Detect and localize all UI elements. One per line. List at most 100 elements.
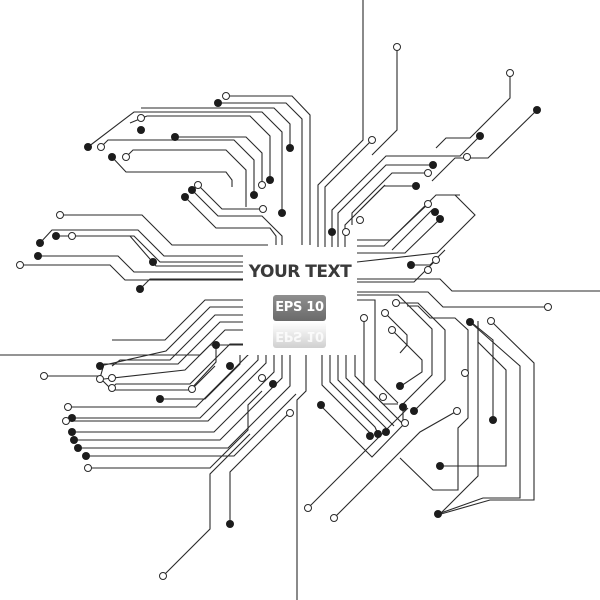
trace <box>72 355 259 419</box>
trace <box>129 115 271 180</box>
pad <box>68 428 76 436</box>
pad <box>212 341 220 349</box>
pad <box>64 403 72 411</box>
eps-badge-reflection: EPS 10 <box>273 322 326 348</box>
trace <box>60 214 268 246</box>
pad <box>74 444 82 452</box>
trace <box>307 407 409 509</box>
pad <box>214 99 222 107</box>
trace <box>324 139 373 247</box>
trace <box>72 355 275 433</box>
pad <box>258 181 266 189</box>
trace <box>111 314 243 367</box>
pad <box>68 232 76 240</box>
pad <box>194 181 202 189</box>
pad <box>407 261 415 269</box>
pad <box>392 299 400 307</box>
pad <box>366 432 374 440</box>
pad <box>360 314 368 322</box>
pad <box>506 69 514 77</box>
trace <box>160 355 241 400</box>
pad <box>476 132 484 140</box>
trace <box>141 107 291 148</box>
pad <box>250 191 258 199</box>
pad <box>379 393 387 401</box>
pad <box>463 153 471 161</box>
trace-group-top-right <box>317 0 600 308</box>
pad <box>108 374 116 382</box>
pad <box>188 186 196 194</box>
pad <box>96 362 104 370</box>
pad <box>368 136 376 144</box>
trace <box>317 0 364 247</box>
chip-title: YOUR TEXT <box>248 262 352 282</box>
pad <box>62 417 70 425</box>
trace <box>74 355 283 441</box>
pad <box>286 409 294 417</box>
pad <box>434 510 442 518</box>
pad <box>424 169 432 177</box>
trace <box>363 318 398 405</box>
pads-bottom-right <box>304 299 497 522</box>
pad <box>328 228 336 236</box>
pad <box>40 372 48 380</box>
pad <box>36 239 44 247</box>
pads-top-left <box>16 92 294 293</box>
trace <box>72 235 243 267</box>
trace <box>470 321 494 420</box>
trace <box>359 184 386 211</box>
trace <box>162 433 251 577</box>
pad <box>381 309 389 317</box>
pad <box>436 215 444 223</box>
trace <box>218 102 303 245</box>
trace <box>99 306 243 367</box>
trace <box>175 136 263 185</box>
pad <box>342 228 350 236</box>
trace <box>357 203 429 241</box>
trace <box>437 321 521 515</box>
trace <box>356 194 476 263</box>
trace <box>112 299 243 341</box>
trace <box>384 312 408 354</box>
pad <box>181 193 189 201</box>
pad <box>149 258 157 266</box>
trace <box>391 209 433 251</box>
trace <box>345 355 395 427</box>
pad <box>108 153 116 161</box>
trace <box>399 305 469 491</box>
pad <box>188 385 196 393</box>
trace <box>86 393 297 457</box>
pad <box>84 464 92 472</box>
pad <box>374 430 382 438</box>
pad <box>410 407 418 415</box>
trace <box>319 404 406 458</box>
pad <box>399 403 407 411</box>
trace <box>331 135 481 247</box>
pad <box>159 572 167 580</box>
pad <box>97 143 105 151</box>
pad <box>266 176 274 184</box>
pad <box>424 266 432 274</box>
pad <box>382 428 390 436</box>
pad <box>226 362 234 370</box>
pad <box>396 382 404 390</box>
trace <box>357 194 460 247</box>
pad <box>56 211 64 219</box>
pad <box>436 462 444 470</box>
trace <box>191 365 216 390</box>
trace-group-bottom-right <box>307 294 535 519</box>
trace <box>357 294 433 408</box>
pad <box>70 436 78 444</box>
trace <box>99 321 243 379</box>
trace <box>396 302 446 412</box>
pad <box>544 303 552 311</box>
pad <box>68 414 76 422</box>
pad <box>122 153 130 161</box>
pad <box>52 232 60 240</box>
trace <box>357 291 548 308</box>
trace <box>20 264 243 281</box>
trace <box>66 355 267 422</box>
trace <box>39 229 243 257</box>
pad <box>137 126 145 134</box>
